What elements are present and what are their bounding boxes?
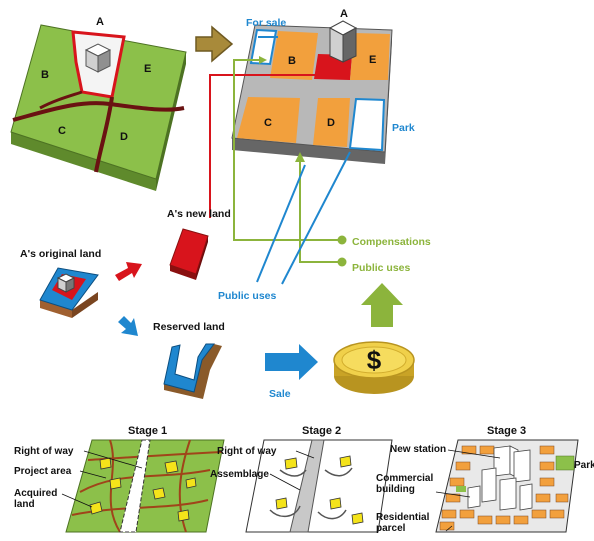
- after-label-e: E: [369, 54, 376, 66]
- stage2-map: [245, 439, 393, 533]
- after-label-a: A: [340, 8, 348, 20]
- coin-icon: [333, 341, 415, 394]
- before-block: [10, 24, 187, 191]
- new-land-connector: [209, 74, 320, 218]
- after-block: [231, 20, 393, 164]
- stage2-title: Stage 2: [302, 425, 341, 437]
- reserved-land-label: Reserved land: [153, 321, 225, 333]
- stage3-park-label: Park: [574, 460, 594, 471]
- stage2-right-of-way-label: Right of way: [217, 446, 277, 457]
- stage3-map: [435, 439, 579, 533]
- sale-label: Sale: [269, 388, 291, 400]
- public-uses-green-label: Public uses: [352, 262, 411, 274]
- to-new-land-arrow-icon: [115, 262, 142, 281]
- to-reserved-land-arrow-icon: [118, 316, 138, 336]
- new-land-label: A's new land: [167, 208, 231, 220]
- before-label-d: D: [120, 131, 128, 143]
- stage2-assemblage-label: Assemblage: [210, 469, 269, 480]
- public-uses-blue-label: Public uses: [218, 290, 277, 302]
- stage3-leader-lines: [435, 449, 501, 532]
- stage1-map: [65, 439, 225, 533]
- stage1-project-area-label: Project area: [14, 466, 72, 477]
- compensations-label: Compensations: [352, 236, 431, 248]
- before-label-b: B: [41, 69, 49, 81]
- stage1-leader-lines: [61, 450, 143, 508]
- reserved-land-plot: [163, 343, 222, 399]
- transform-arrow-icon: [195, 25, 234, 63]
- before-label-e: E: [144, 63, 151, 75]
- for-sale-label: For sale: [246, 17, 286, 29]
- stage3-title: Stage 3: [487, 425, 526, 437]
- after-label-d: D: [327, 117, 335, 129]
- sale-arrow-icon: [265, 344, 318, 380]
- stage3-new-station-label: New station: [390, 444, 446, 455]
- after-label-b: B: [288, 55, 296, 67]
- revenue-up-arrow-icon: [361, 283, 403, 327]
- stage2-leader-lines: [269, 450, 315, 491]
- new-land-plot: [169, 228, 209, 280]
- original-land-plot: [39, 267, 99, 318]
- original-land-label: A's original land: [20, 248, 101, 260]
- public-use-connectors: [256, 36, 351, 285]
- before-label-a: A: [96, 16, 104, 28]
- before-label-c: C: [58, 125, 66, 137]
- after-label-c: C: [264, 117, 272, 129]
- park-label: Park: [392, 122, 415, 134]
- dollar-symbol: $: [367, 345, 382, 375]
- stage1-title: Stage 1: [128, 425, 167, 437]
- stage1-right-of-way-label: Right of way: [14, 446, 74, 457]
